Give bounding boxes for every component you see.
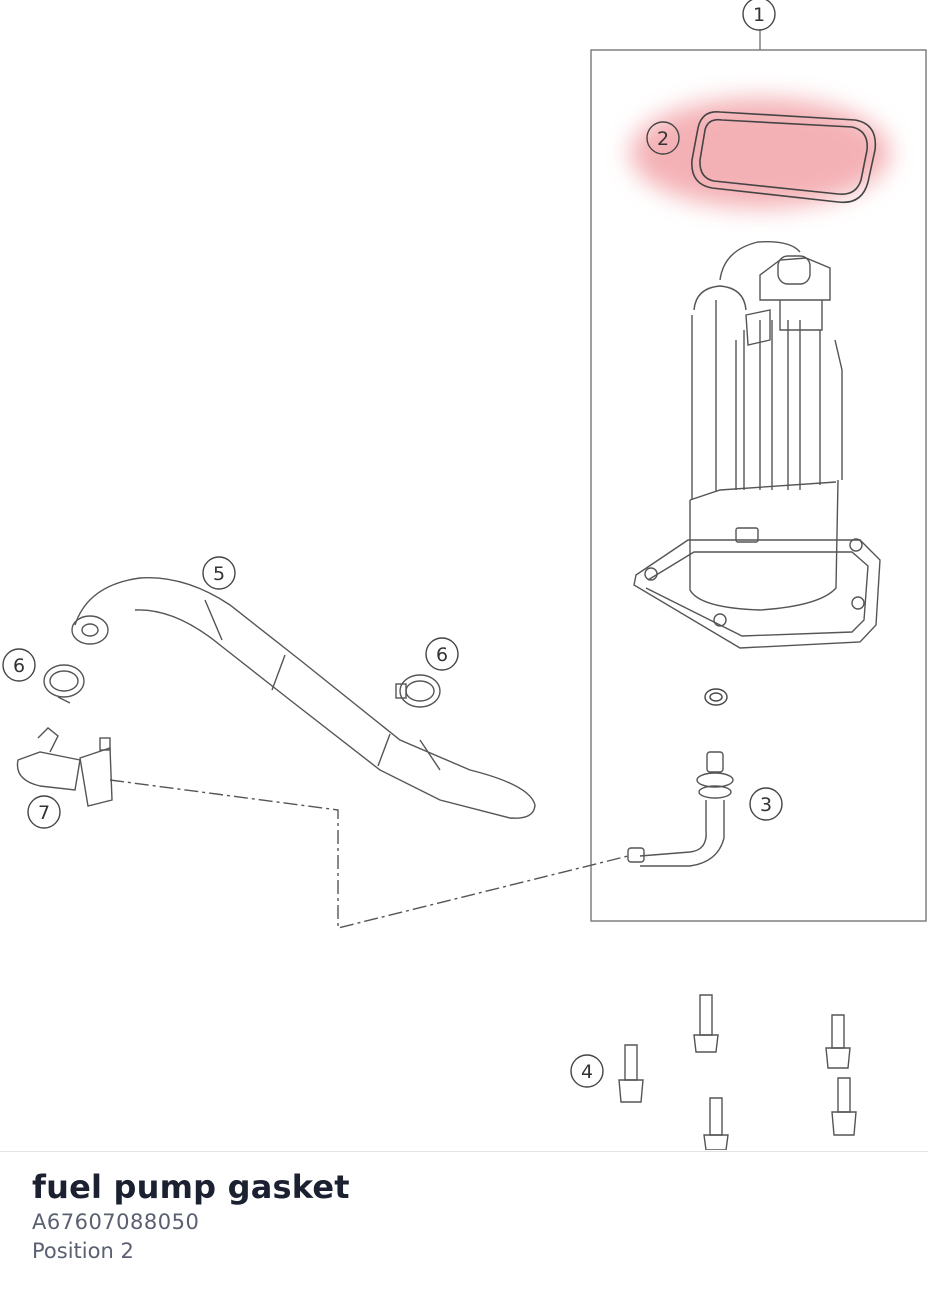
part-info-panel: fuel pump gasket A67607088050 Position 2 bbox=[0, 1151, 928, 1291]
callout-label: 2 bbox=[657, 128, 669, 150]
fuel-pump-module[interactable] bbox=[633, 241, 881, 649]
callout-2[interactable]: 2 bbox=[646, 121, 680, 155]
elbow-fitting[interactable] bbox=[627, 751, 734, 867]
callout-label: 7 bbox=[38, 802, 50, 824]
hose-clamp-right[interactable] bbox=[395, 674, 441, 708]
callout-6-left[interactable]: 6 bbox=[2, 648, 36, 682]
callout-4[interactable]: 4 bbox=[570, 1054, 604, 1088]
part-position: Position 2 bbox=[32, 1239, 134, 1263]
callout-label: 6 bbox=[13, 655, 25, 677]
fuel-hose[interactable] bbox=[71, 577, 536, 819]
callout-label: 1 bbox=[753, 4, 765, 26]
callout-3[interactable]: 3 bbox=[749, 787, 783, 821]
parts-diagram: 1 2 3 4 5 6 6 7 bbox=[2, 0, 927, 1150]
callout-label: 3 bbox=[760, 794, 772, 816]
callout-7[interactable]: 7 bbox=[27, 795, 61, 829]
callout-label: 6 bbox=[436, 644, 448, 666]
part-name: fuel pump gasket bbox=[32, 1168, 350, 1206]
leader-lines bbox=[109, 779, 629, 929]
quick-connector[interactable] bbox=[16, 727, 113, 807]
callout-label: 5 bbox=[213, 563, 225, 585]
fuel-pump-gasket[interactable] bbox=[691, 111, 877, 204]
assembly-frame bbox=[590, 29, 927, 922]
part-number: A67607088050 bbox=[32, 1210, 200, 1234]
callout-1[interactable]: 1 bbox=[742, 0, 776, 31]
hose-clamp-left[interactable] bbox=[43, 664, 85, 704]
seal-ring[interactable] bbox=[704, 688, 728, 706]
mounting-bolts[interactable] bbox=[618, 994, 857, 1150]
callout-label: 4 bbox=[581, 1061, 593, 1083]
callout-5[interactable]: 5 bbox=[202, 556, 236, 590]
callout-6-right[interactable]: 6 bbox=[425, 637, 459, 671]
